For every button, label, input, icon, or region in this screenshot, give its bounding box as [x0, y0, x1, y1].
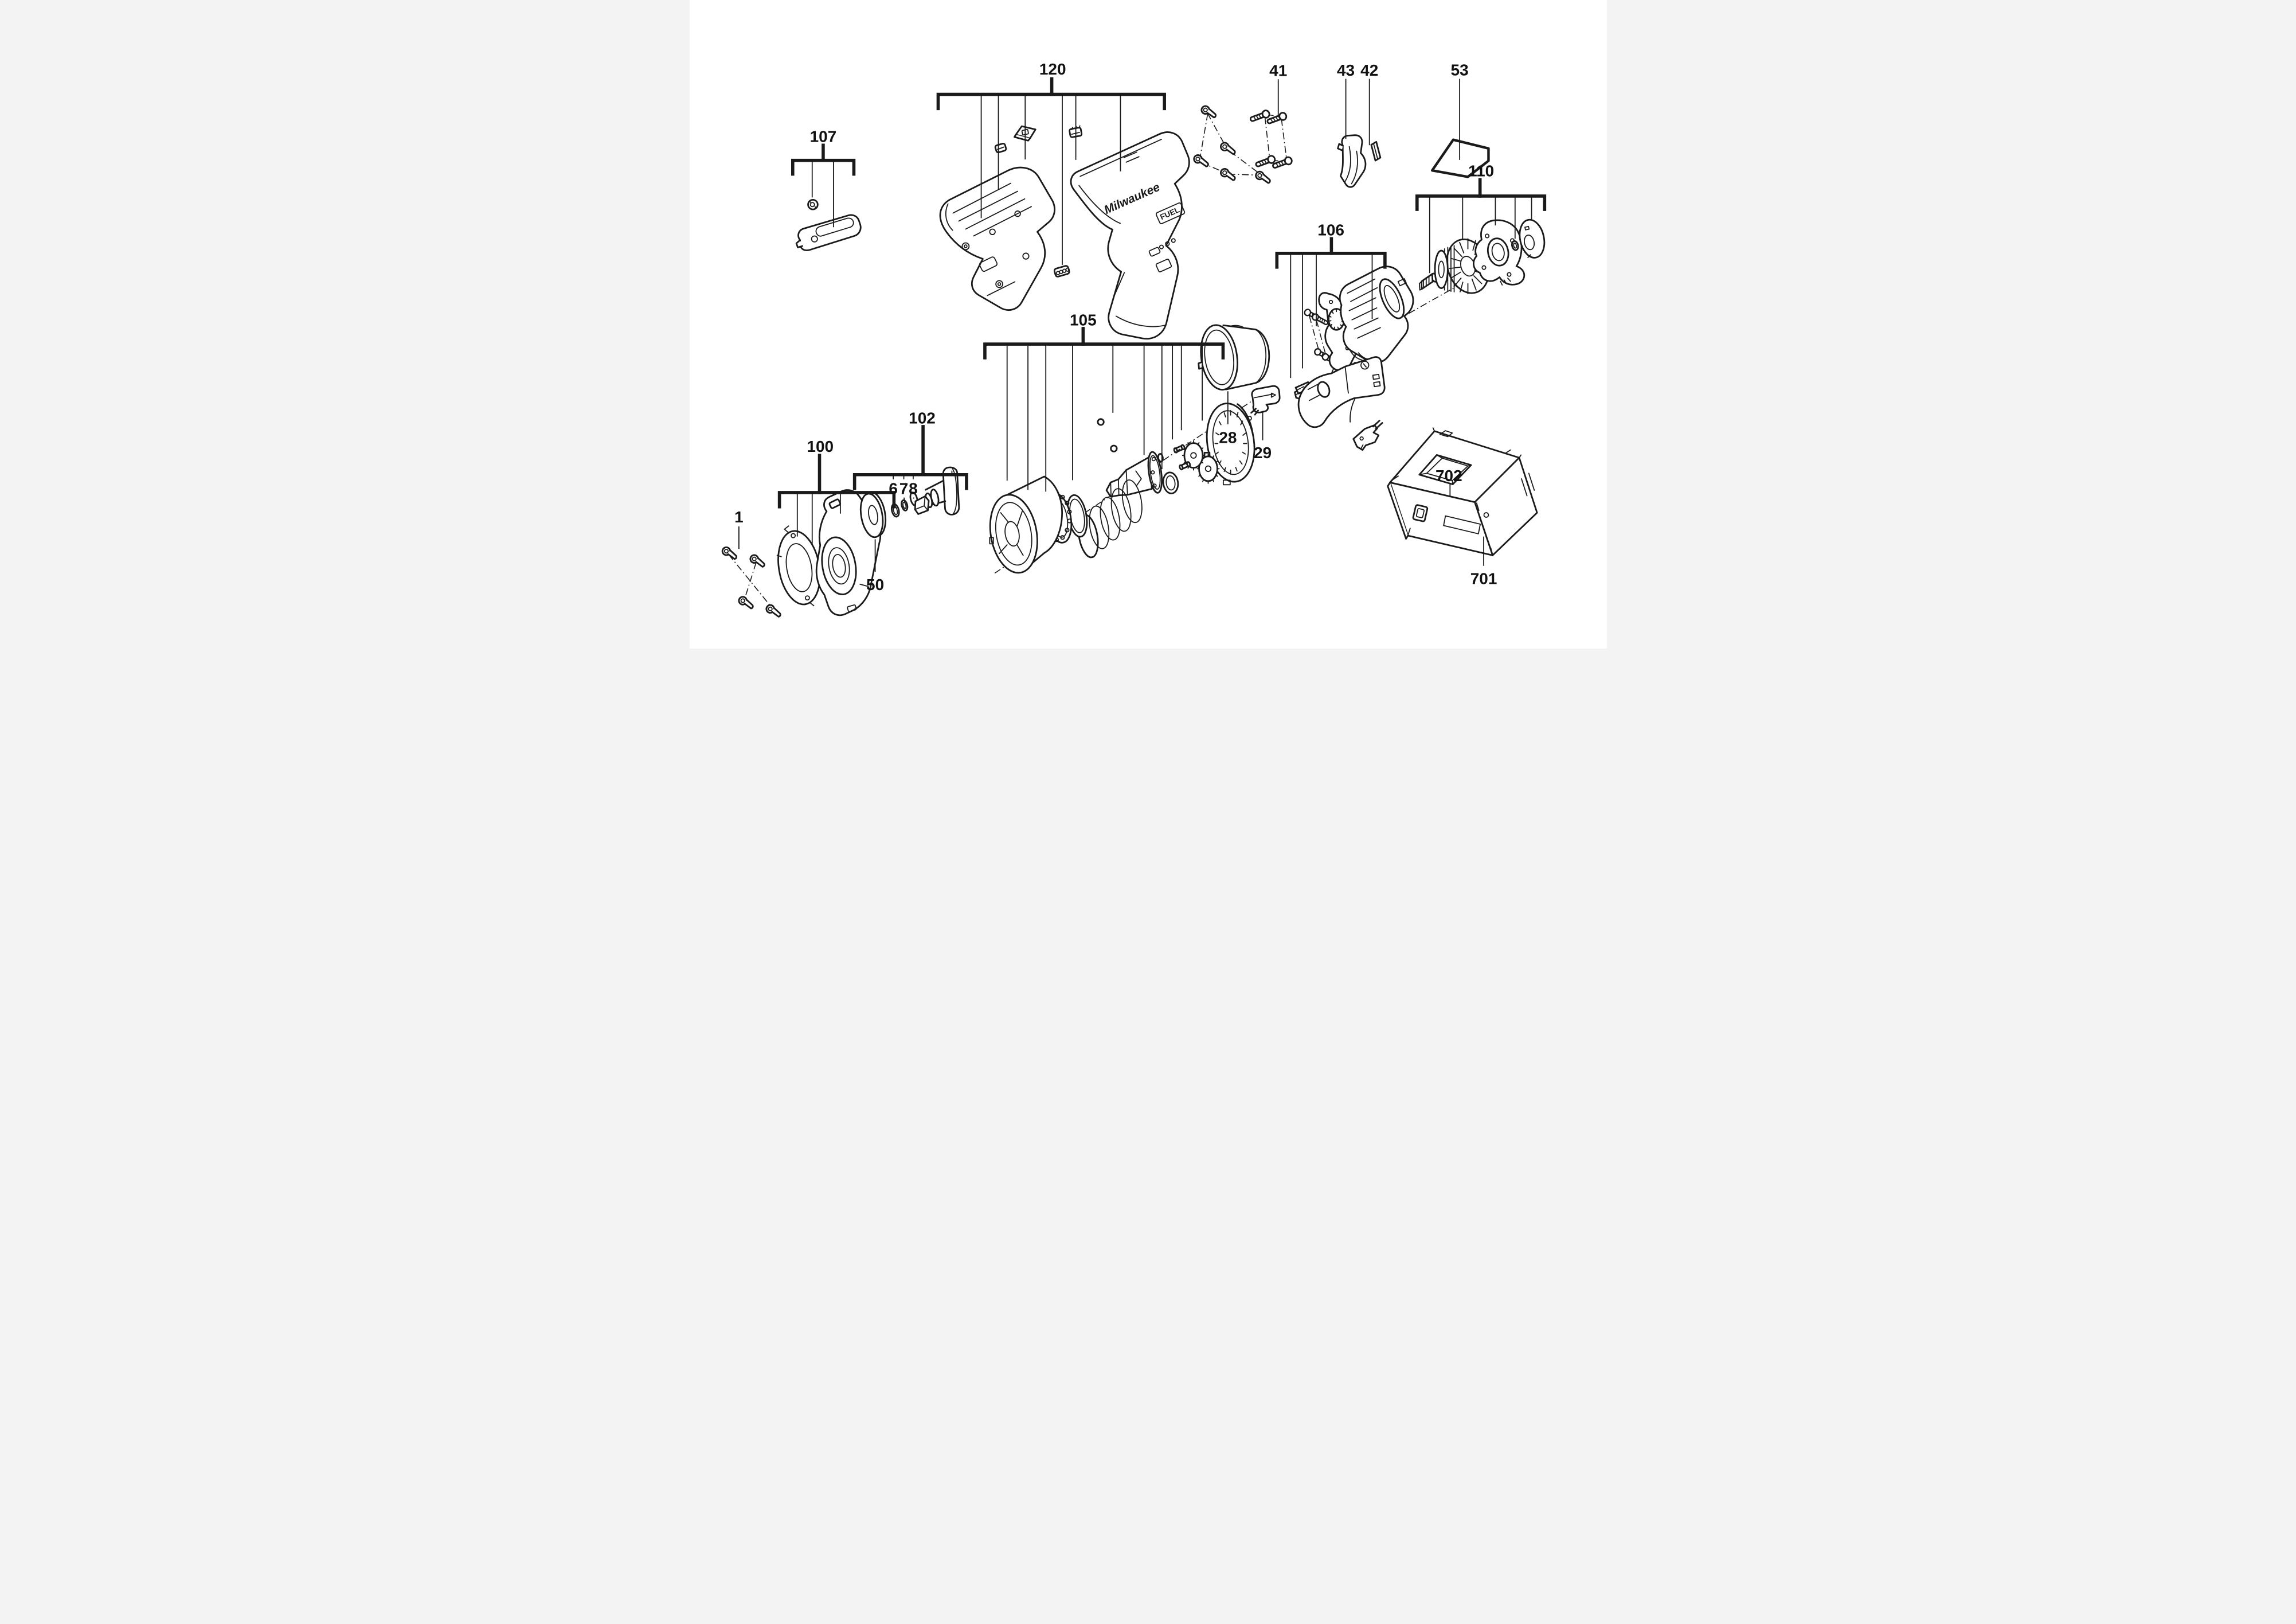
- hammer-case-cover-illustration: [1197, 324, 1270, 391]
- callout-53: 53: [1450, 61, 1468, 160]
- trigger-illustration: [1336, 134, 1366, 188]
- housing-left-half-illustration: [939, 166, 1055, 311]
- callout-label-50: 50: [866, 576, 884, 594]
- washer-7-illustration: [900, 499, 908, 512]
- callout-label-8: 8: [909, 479, 918, 497]
- callout-701: 701: [1470, 536, 1497, 588]
- group-120: 120: [936, 60, 1166, 265]
- callout-label-43: 43: [1337, 61, 1355, 79]
- warning-label-illustration: [1430, 138, 1490, 178]
- motor-screw-set-illustration: [1302, 307, 1340, 367]
- group-bracket-110: [1415, 194, 1546, 211]
- callout-label-6: 6: [889, 479, 898, 497]
- wave-washer-illustration: [1511, 240, 1519, 251]
- parts-artwork: Milwaukee FUEL: [720, 104, 1545, 618]
- callout-702: 702: [1436, 467, 1462, 497]
- housing-screw-set-illustration: [1191, 104, 1273, 185]
- spindle-bearing-illustration: [1162, 471, 1179, 494]
- led-strip-illustration: [1053, 265, 1070, 278]
- housing-right-half-illustration: Milwaukee FUEL: [1070, 131, 1190, 340]
- callout-label-42: 42: [1360, 61, 1378, 79]
- callout-8: 8: [909, 479, 918, 499]
- air-baffle-illustration: [1518, 218, 1545, 259]
- impact-balls-illustration: [1097, 418, 1117, 452]
- callout-1: 1: [734, 508, 744, 549]
- callout-label-1: 1: [734, 508, 744, 526]
- group-102: 102: [852, 409, 968, 490]
- gearcase-screws-illustration: [720, 545, 783, 618]
- callout-43: 43: [1337, 61, 1355, 139]
- callout-line-7: [903, 497, 905, 502]
- callout-line-8: [913, 497, 914, 499]
- group-label-107: 107: [809, 128, 836, 146]
- callout-label-29: 29: [1254, 444, 1272, 462]
- hammer-drum-illustration: [988, 475, 1063, 574]
- group-bracket-105: [983, 342, 1225, 360]
- group-107: 107: [791, 128, 855, 228]
- callout-28: 28: [1219, 391, 1237, 447]
- callout-6: 6: [889, 479, 898, 506]
- group-label-105: 105: [1070, 311, 1097, 329]
- callout-label-53: 53: [1450, 61, 1468, 79]
- callout-label-702: 702: [1436, 467, 1462, 485]
- spindle-assembly-illustration: [1105, 451, 1164, 498]
- callout-label-7: 7: [899, 479, 908, 497]
- spring-clip-illustration: [1370, 140, 1381, 162]
- anvil-illustration: [914, 466, 960, 516]
- belt-clip-illustration: [795, 214, 862, 252]
- terminal-block-illustration: [1352, 420, 1383, 451]
- group-bracket-120: [936, 92, 1166, 111]
- callout-41: 41: [1269, 62, 1287, 118]
- group-label-100: 100: [807, 438, 834, 455]
- group-bracket-106: [1275, 252, 1387, 269]
- group-106: 106: [1275, 221, 1387, 378]
- group-label-110: 110: [1468, 162, 1494, 180]
- group-bracket-102: [852, 473, 968, 490]
- gear-pins-illustration: [1173, 444, 1191, 471]
- callout-line-6: [893, 497, 895, 506]
- grommet-illustration: [807, 198, 819, 210]
- callout-label-41: 41: [1269, 62, 1287, 80]
- callout-label-701: 701: [1470, 570, 1497, 588]
- group-bracket-107: [791, 158, 855, 176]
- callout-7: 7: [899, 479, 908, 502]
- forward-reverse-shuttle-illustration: [1250, 385, 1281, 416]
- callout-42: 42: [1360, 61, 1378, 146]
- callout-29: 29: [1254, 411, 1272, 462]
- housing-button-illustration: [994, 142, 1007, 154]
- switch-assembly-illustration: [1297, 356, 1386, 428]
- annotation-layer: 120 107 110 106 105 100 102 41 43 42 53 28 29 1 50 702 7…: [734, 60, 1546, 594]
- callout-50: 50: [866, 539, 884, 594]
- screw-set-41-illustration: [1248, 108, 1294, 171]
- carrying-case-illustration: [1386, 427, 1538, 556]
- ring-gear-illustration: [1203, 403, 1255, 486]
- bearing-retainer-illustration: [1472, 219, 1525, 286]
- group-label-102: 102: [909, 409, 936, 427]
- group-label-106: 106: [1317, 221, 1344, 239]
- diagram-stage: Milwaukee FUEL: [689, 0, 1607, 649]
- group-105: 105: [983, 311, 1225, 492]
- group-label-120: 120: [1039, 60, 1066, 78]
- stator-illustration: [1339, 266, 1414, 369]
- callout-label-28: 28: [1219, 429, 1237, 447]
- group-110: 110: [1415, 162, 1546, 274]
- exploded-parts-diagram: Milwaukee FUEL: [689, 0, 1607, 649]
